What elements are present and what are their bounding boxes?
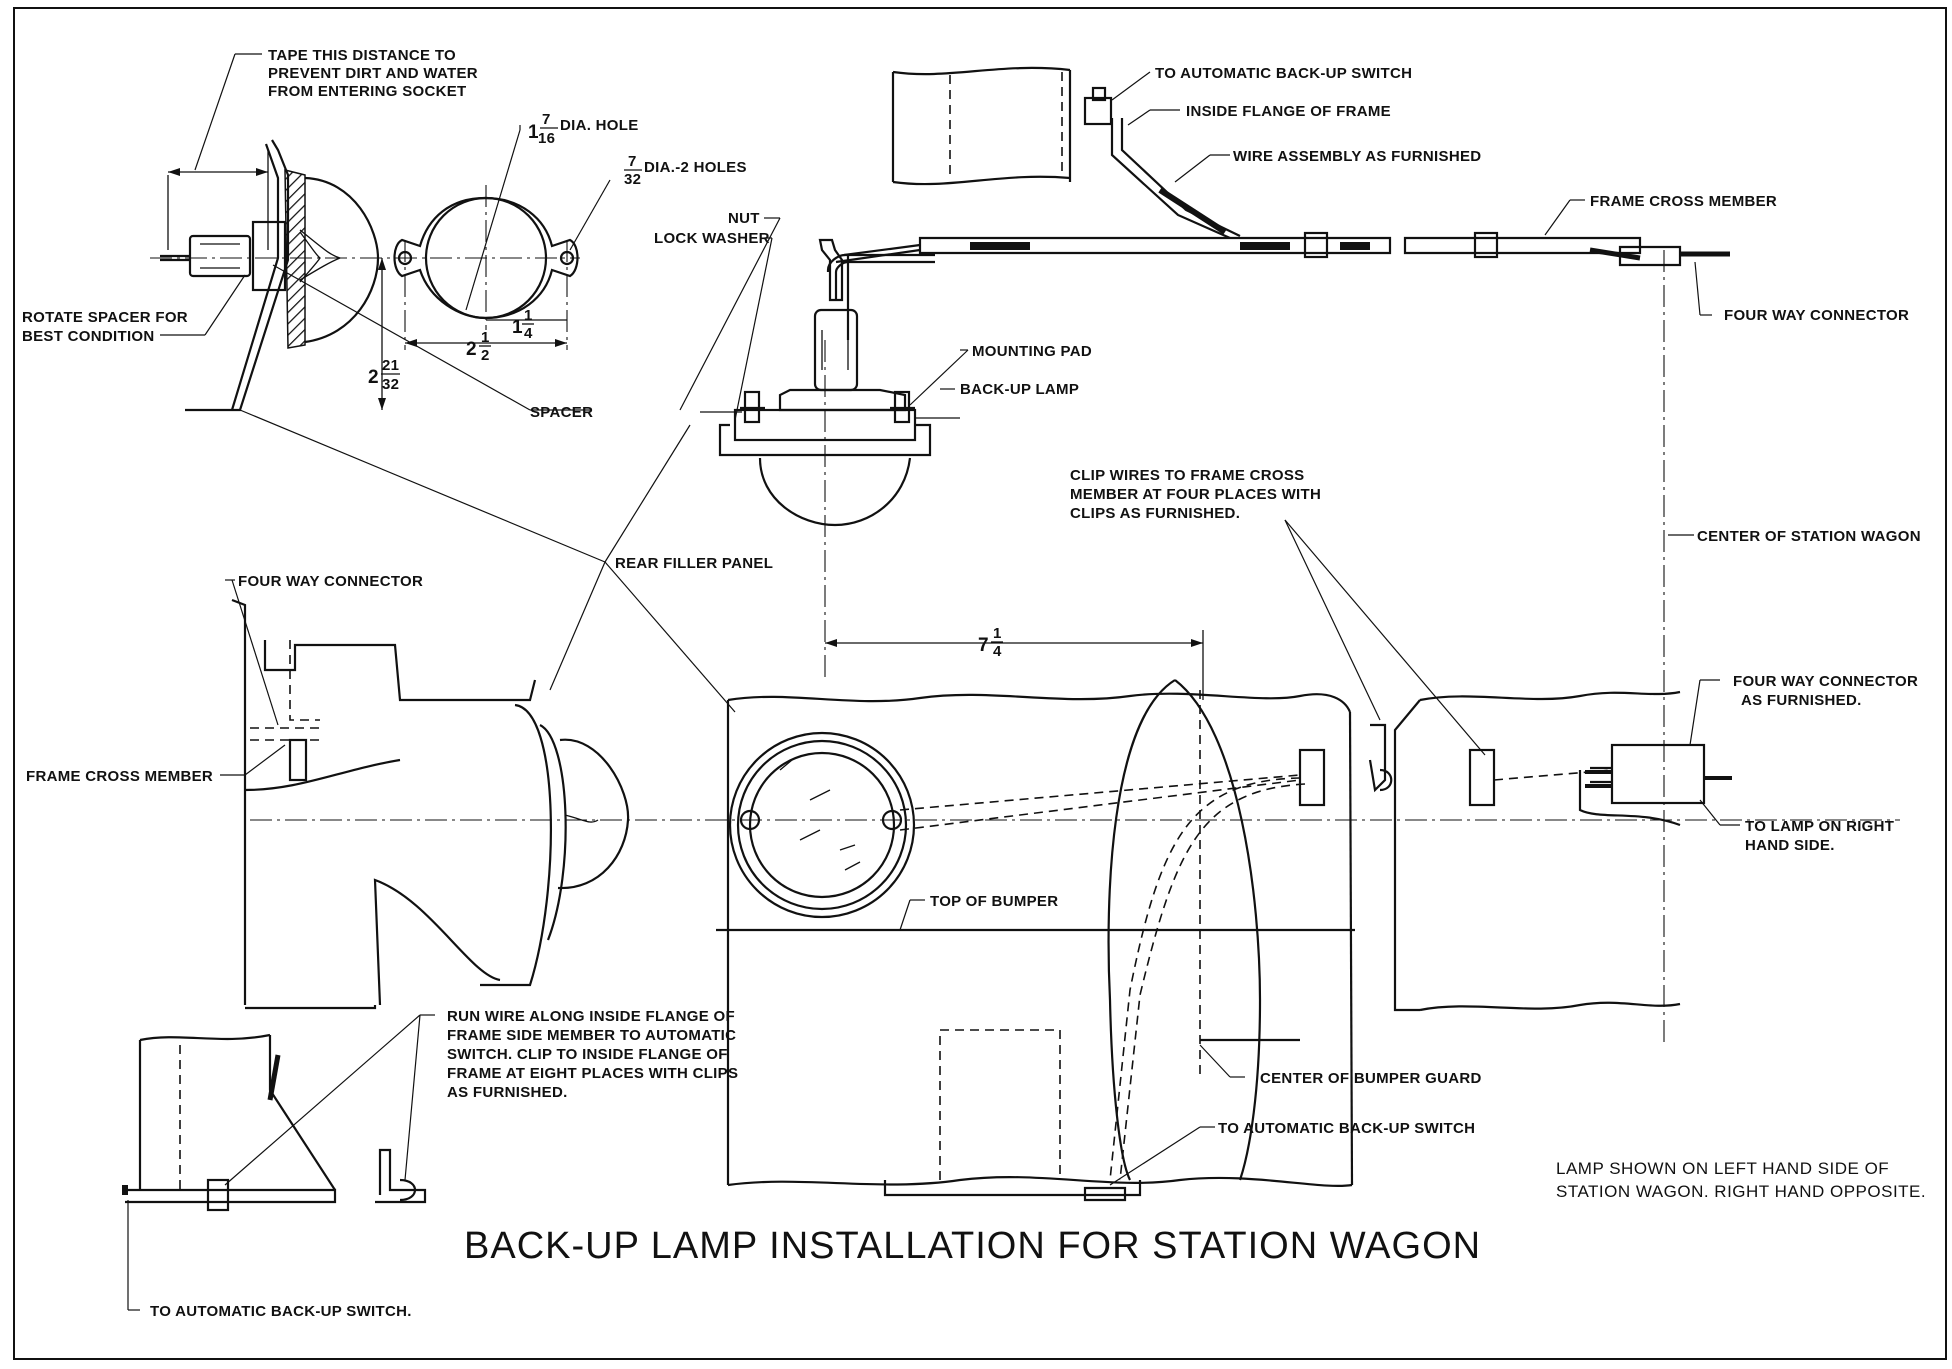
mounting-hole-pattern <box>378 125 611 410</box>
dim-height-den: 32 <box>382 376 399 393</box>
leader-lines <box>160 53 1740 1186</box>
lamp-section-view <box>150 139 580 412</box>
label-spacer: SPACER <box>530 404 593 421</box>
label-tape-1: TAPE THIS DISTANCE TO <box>268 47 456 64</box>
dim-spacing-den: 2 <box>481 347 490 364</box>
label-clip-2: MEMBER AT FOUR PLACES WITH <box>1070 486 1321 503</box>
note-line-2: STATION WAGON. RIGHT HAND OPPOSITE. <box>1556 1182 1926 1201</box>
rear-panel-view <box>231 598 1900 1202</box>
dim-lateral-num: 1 <box>993 625 1002 642</box>
dim-offset-num: 1 <box>524 307 533 324</box>
dim-spacing-whole: 2 <box>466 339 477 360</box>
dim-small-hole-text: DIA.-2 HOLES <box>644 159 747 176</box>
label-tape-2: PREVENT DIRT AND WATER <box>268 65 478 82</box>
label-top-of-bumper: TOP OF BUMPER <box>930 893 1058 910</box>
dim-hole-text: DIA. HOLE <box>560 117 639 134</box>
dim-spacing-num: 1 <box>481 329 490 346</box>
lamp-mounting-view <box>700 238 960 680</box>
dim-offset-den: 4 <box>524 325 533 342</box>
dim-height-num: 21 <box>382 357 399 374</box>
label-frame-cross-member-left: FRAME CROSS MEMBER <box>26 768 213 785</box>
drawing-border <box>13 7 1947 1360</box>
label-to-lamp-right-2: HAND SIDE. <box>1745 837 1835 854</box>
dim-offset-whole: 1 <box>512 317 523 338</box>
frame-side-view <box>122 1033 427 1311</box>
frame-wire-view <box>835 66 1730 340</box>
note-line-1: LAMP SHOWN ON LEFT HAND SIDE OF <box>1556 1159 1889 1178</box>
drawing-title: BACK-UP LAMP INSTALLATION FOR STATION WA… <box>464 1225 1481 1267</box>
dim-hole-whole: 1 <box>528 122 539 143</box>
label-run-3: SWITCH. CLIP TO INSIDE FLANGE OF <box>447 1046 728 1063</box>
label-backup-lamp: BACK-UP LAMP <box>960 381 1079 398</box>
label-tape-3: FROM ENTERING SOCKET <box>268 83 467 100</box>
label-clip-3: CLIPS AS FURNISHED. <box>1070 505 1240 522</box>
label-frame-cross-member-top: FRAME CROSS MEMBER <box>1590 193 1777 210</box>
label-lock-washer: LOCK WASHER <box>654 230 770 247</box>
dim-small-hole-den: 32 <box>624 171 641 188</box>
label-four-way-furnished-1: FOUR WAY CONNECTOR <box>1733 673 1918 690</box>
label-rotate-1: ROTATE SPACER FOR <box>22 309 188 326</box>
label-wire-assembly: WIRE ASSEMBLY AS FURNISHED <box>1233 148 1481 165</box>
label-four-way-furnished-2: AS FURNISHED. <box>1741 692 1862 709</box>
label-run-1: RUN WIRE ALONG INSIDE FLANGE OF <box>447 1008 735 1025</box>
label-nut: NUT <box>728 210 760 227</box>
label-run-5: AS FURNISHED. <box>447 1084 568 1101</box>
label-center-bumper-guard: CENTER OF BUMPER GUARD <box>1260 1070 1482 1087</box>
label-inside-flange: INSIDE FLANGE OF FRAME <box>1186 103 1391 120</box>
label-rear-filler-panel: REAR FILLER PANEL <box>615 555 773 572</box>
dim-small-hole-num: 7 <box>628 153 637 170</box>
label-clip-1: CLIP WIRES TO FRAME CROSS <box>1070 467 1304 484</box>
dimension-labels: 1 7 16 DIA. HOLE 7 32 DIA.-2 HOLES 2 1 2… <box>368 111 1003 660</box>
label-run-2: FRAME SIDE MEMBER TO AUTOMATIC <box>447 1027 736 1044</box>
label-to-auto-switch-mid: TO AUTOMATIC BACK-UP SWITCH <box>1218 1120 1475 1137</box>
dim-lateral-den: 4 <box>993 643 1002 660</box>
callout-labels: TAPE THIS DISTANCE TO PREVENT DIRT AND W… <box>22 47 1921 1320</box>
label-to-auto-switch-bottom: TO AUTOMATIC BACK-UP SWITCH. <box>150 1303 412 1320</box>
label-run-4: FRAME AT EIGHT PLACES WITH CLIPS <box>447 1065 738 1082</box>
label-to-lamp-right-1: TO LAMP ON RIGHT <box>1745 818 1894 835</box>
label-four-way-connector-top: FOUR WAY CONNECTOR <box>1724 307 1909 324</box>
label-mounting-pad: MOUNTING PAD <box>972 343 1092 360</box>
label-center-station-wagon: CENTER OF STATION WAGON <box>1697 528 1921 545</box>
dim-lateral-whole: 7 <box>978 635 989 656</box>
dim-hole-num: 7 <box>542 111 551 128</box>
label-rotate-2: BEST CONDITION <box>22 328 155 345</box>
label-to-auto-switch-top: TO AUTOMATIC BACK-UP SWITCH <box>1155 65 1412 82</box>
dim-height-whole: 2 <box>368 367 379 388</box>
dim-hole-den: 16 <box>538 130 555 147</box>
label-four-way-connector-left: FOUR WAY CONNECTOR <box>238 573 423 590</box>
